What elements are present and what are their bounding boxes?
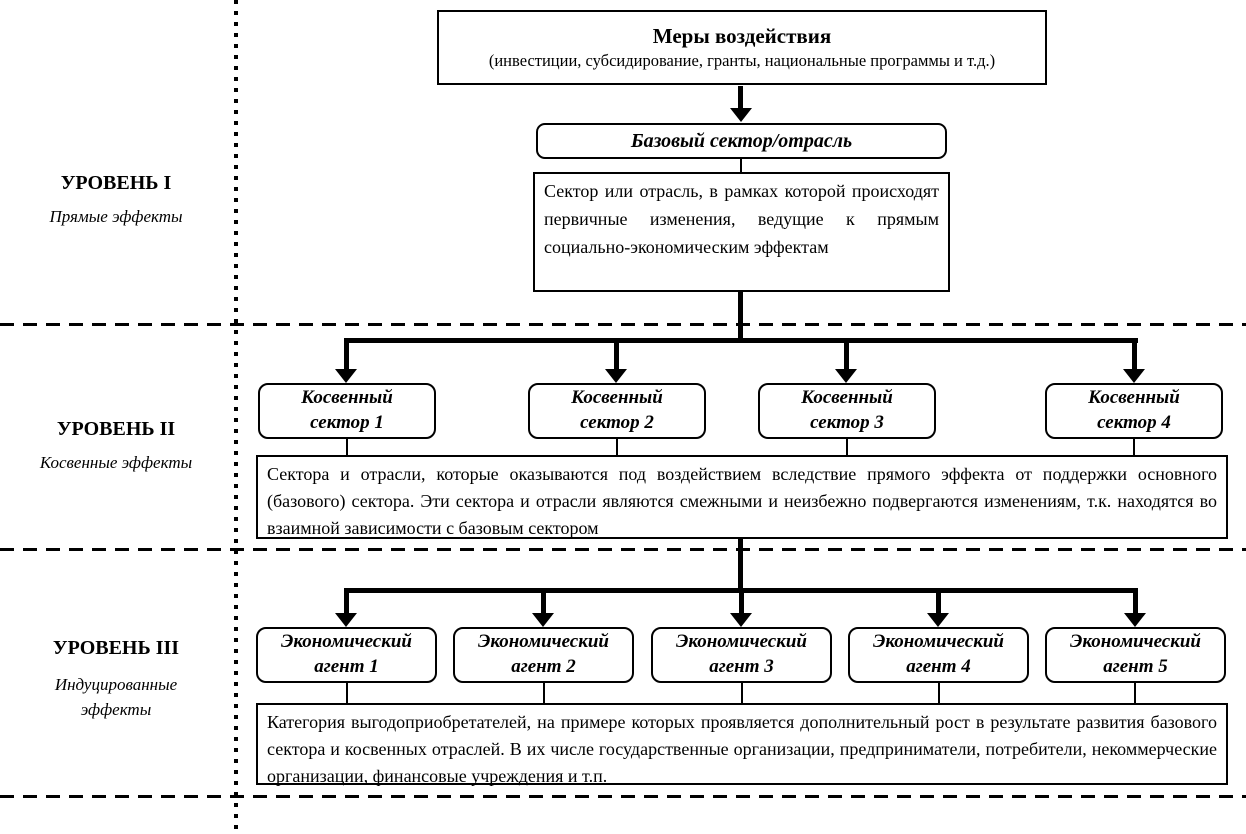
economic-agent-4-box: Экономический агент 4	[848, 627, 1029, 683]
vertical-dotted-separator	[234, 0, 238, 834]
level1-level2-separator	[0, 323, 1246, 326]
indirect-sector-1-box: Косвенный сектор 1	[258, 383, 436, 439]
measures-box: Меры воздействия (инвестиции, субсидиров…	[437, 10, 1047, 85]
indirect-sector-3-box: Косвенный сектор 3	[758, 383, 936, 439]
arrow-sector3-shaft	[844, 338, 849, 370]
level2-title: УРОВЕНЬ II	[56, 418, 176, 440]
arrow-sector1-shaft	[344, 338, 349, 370]
base-sector-description: Сектор или отрасль, в рамках которой про…	[533, 172, 950, 292]
induced-description: Категория выгодоприобретателей, на приме…	[256, 703, 1228, 786]
economic-agent-3-box: Экономический агент 3	[651, 627, 832, 683]
economic-agent-1-box: Экономический агент 1	[256, 627, 437, 683]
connector-sector1-desc	[346, 439, 348, 455]
level3-title: УРОВЕНЬ III	[52, 637, 180, 659]
indirect-description: Сектора и отрасли, которые оказываются п…	[256, 455, 1228, 539]
arrow-agent5-head	[1124, 613, 1146, 627]
connector-base-to-desc	[740, 159, 742, 172]
arrow-sector4-shaft	[1132, 338, 1137, 370]
connector-agent2-desc	[543, 683, 545, 703]
arrow-sector3-head	[835, 369, 857, 383]
arrow-agent2-head	[532, 613, 554, 627]
connector-sector4-desc	[1133, 439, 1135, 455]
arrow-agent4-head	[927, 613, 949, 627]
base-sector-box: Базовый сектор/отрасль	[536, 123, 947, 159]
arrow-sector2-head	[605, 369, 627, 383]
arrow-agent2-shaft	[541, 588, 546, 614]
connector-sector2-desc	[616, 439, 618, 455]
arrow-measures-to-base-head	[730, 108, 752, 122]
arrow-agent3-head	[730, 613, 752, 627]
connector-agent3-desc	[741, 683, 743, 703]
bottom-separator	[0, 795, 1246, 798]
connector-agent4-desc	[938, 683, 940, 703]
indirect-sector-4-box: Косвенный сектор 4	[1045, 383, 1223, 439]
arrow-sector2-shaft	[614, 338, 619, 370]
measures-subtitle: (инвестиции, субсидирование, гранты, нац…	[488, 51, 996, 70]
level2-level3-separator	[0, 548, 1246, 551]
arrow-agent5-shaft	[1133, 588, 1138, 614]
economic-agent-5-box: Экономический агент 5	[1045, 627, 1226, 683]
arrow-agent1-shaft	[344, 588, 349, 614]
arrow-measures-to-base-shaft	[738, 86, 743, 110]
arrow-sector4-head	[1123, 369, 1145, 383]
arrow-sector1-head	[335, 369, 357, 383]
level2-subtitle: Косвенные эффекты	[39, 453, 193, 472]
measures-title: Меры воздействия	[652, 24, 832, 48]
arrow-agent3-shaft	[739, 588, 744, 614]
level1-subtitle: Прямые эффекты	[49, 207, 183, 226]
connector-sector3-desc	[846, 439, 848, 455]
connector-agent1-desc	[346, 683, 348, 703]
arrow-agent4-shaft	[936, 588, 941, 614]
distribution-line-level2	[344, 338, 1138, 343]
level3-subtitle: Индуцированные эффекты	[54, 675, 178, 719]
indirect-sector-2-box: Косвенный сектор 2	[528, 383, 706, 439]
connector-agent5-desc	[1134, 683, 1136, 703]
trunk-level2-to-level3	[738, 539, 743, 590]
arrow-agent1-head	[335, 613, 357, 627]
economic-agent-2-box: Экономический агент 2	[453, 627, 634, 683]
trunk-level1-to-level2	[738, 292, 743, 340]
level1-title: УРОВЕНЬ I	[60, 172, 172, 194]
